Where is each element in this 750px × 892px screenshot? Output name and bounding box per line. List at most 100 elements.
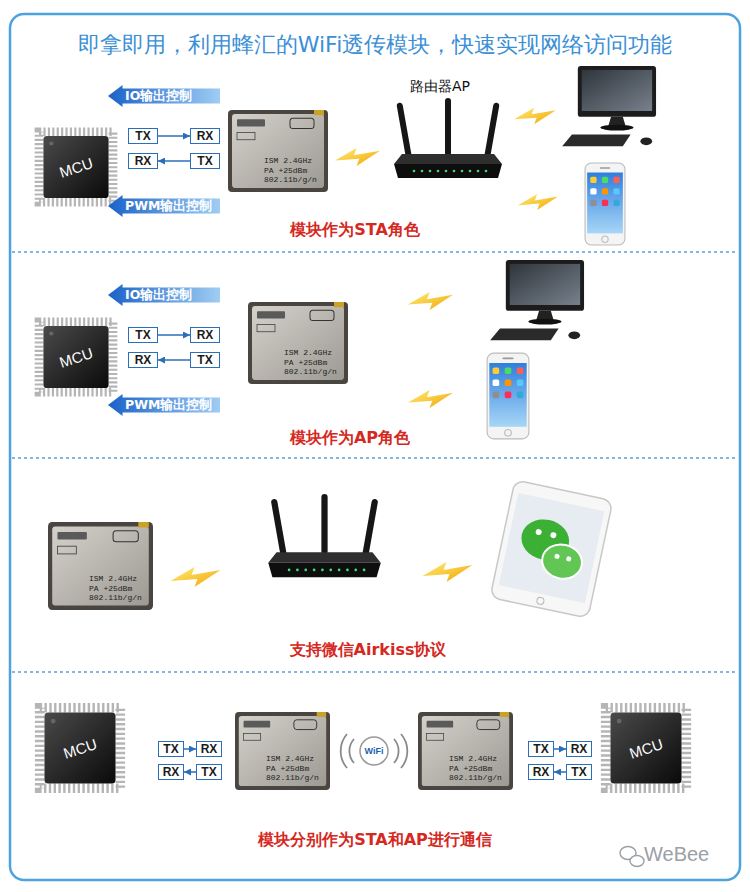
outer-frame (10, 14, 740, 880)
bubble-eye (566, 556, 572, 562)
signal-arrow (158, 160, 190, 162)
watermark: WeBee (644, 842, 709, 866)
wifi-module: ISM 2.4GHz PA +25dBm 802.11b/g/n (228, 110, 328, 192)
arrow-body (108, 284, 220, 306)
lightning (408, 390, 453, 408)
phone (585, 163, 625, 245)
pin-name: TX (533, 743, 548, 755)
pin-box: TX (196, 764, 222, 780)
module-logo (57, 532, 86, 540)
module-antenna-pad (334, 302, 344, 307)
phone-body (490, 480, 613, 618)
wechat-watermark-icon (620, 847, 644, 867)
arrow-body (108, 195, 220, 217)
pin-name: TX (197, 354, 212, 366)
pin-one-dot (51, 719, 56, 724)
computer (562, 66, 656, 146)
page-title: 即拿即用，利用蜂汇的WiFi透传模块，快速实现网络访问功能 (78, 32, 673, 58)
module-shield (422, 716, 509, 786)
module-badge (310, 310, 334, 320)
module-logo (244, 721, 271, 728)
chip-pins (39, 322, 113, 393)
pin-name: TX (163, 743, 178, 755)
bubble-eye (535, 529, 542, 536)
module-shield (232, 114, 324, 188)
module-spec: ISM 2.4GHz PA +25dBm 802.11b/g/n (266, 754, 322, 782)
wechat-bubble (539, 541, 585, 583)
signal-arrow (158, 359, 190, 361)
device-label: 路由器AP (410, 78, 470, 95)
mcu-chip: MCU (598, 700, 694, 796)
mcu-chip: MCU (32, 700, 128, 796)
pin-name: RX (163, 766, 180, 778)
wechat-phone (490, 480, 613, 618)
lightning (171, 567, 221, 587)
module-antenna-pad (317, 712, 327, 717)
module-cert-mark (57, 546, 76, 554)
phone (487, 353, 529, 439)
pin-box: RX (158, 764, 184, 780)
pin-name: TX (571, 766, 586, 778)
pin-box: TX (128, 327, 158, 343)
module-shield (52, 526, 149, 605)
pin-box: RX (566, 741, 592, 757)
pin-name: RX (197, 329, 214, 341)
module-pcb (228, 110, 328, 192)
control-label: PWM输出控制 (125, 399, 212, 412)
module-badge (477, 720, 500, 730)
signal-arrow (158, 135, 190, 137)
home-button (536, 597, 544, 605)
lightning (423, 562, 473, 582)
module-badge (113, 531, 138, 542)
module-antenna-pad (138, 522, 149, 528)
control-arrow: PWM输出控制 (108, 195, 220, 217)
bubble-eye (550, 532, 557, 539)
arrow-body (108, 85, 220, 107)
chip-pins (39, 132, 113, 203)
lightning (408, 292, 453, 310)
wifi-symbol (341, 734, 408, 768)
panel-caption: 模块作为STA角色 (290, 220, 420, 239)
chip-pins (40, 708, 121, 789)
router (394, 98, 502, 178)
panel-caption: 支持微信Airkiss协议 (290, 640, 447, 659)
panel-caption: 模块分别作为STA和AP进行通信 (258, 830, 492, 849)
pin-box: RX (190, 327, 220, 343)
wifi-module: ISM 2.4GHz PA +25dBm 802.11b/g/n (235, 712, 330, 790)
pin-box: TX (528, 741, 554, 757)
control-arrow: IO输出控制 (108, 85, 220, 107)
signal-arrow (184, 771, 196, 773)
control-arrow: PWM输出控制 (108, 394, 220, 416)
pin-box: RX (528, 764, 554, 780)
mcu-chip: MCU (32, 125, 120, 209)
module-antenna-pad (500, 712, 510, 717)
pin-name: RX (135, 155, 152, 167)
pin-box: TX (128, 128, 158, 144)
module-shield (239, 716, 326, 786)
lightning (514, 108, 556, 125)
pin-name: TX (135, 329, 150, 341)
lightning (518, 194, 558, 210)
pin-name: TX (201, 766, 216, 778)
module-cert-mark (244, 733, 261, 740)
module-cert-mark (237, 133, 255, 140)
signal-arrow (158, 334, 190, 336)
module-spec: ISM 2.4GHz PA +25dBm 802.11b/g/n (449, 754, 505, 782)
module-spec: ISM 2.4GHz PA +25dBm 802.11b/g/n (264, 156, 320, 184)
module-pcb (235, 712, 330, 790)
pin-box: RX (196, 741, 222, 757)
pin-name: TX (197, 155, 212, 167)
pin-one-dot (49, 141, 53, 145)
wifi-text: WiFi (365, 746, 384, 757)
pin-name: TX (135, 130, 150, 142)
signal-arrow (184, 748, 196, 750)
signal-arrow (554, 748, 566, 750)
pin-one-dot (617, 719, 622, 724)
wifi-module: ISM 2.4GHz PA +25dBm 802.11b/g/n (418, 712, 513, 790)
pin-box: TX (190, 153, 220, 169)
module-cert-mark (257, 325, 275, 332)
module-pcb (248, 302, 348, 384)
chip-body (610, 712, 681, 783)
pin-name: RX (533, 766, 550, 778)
